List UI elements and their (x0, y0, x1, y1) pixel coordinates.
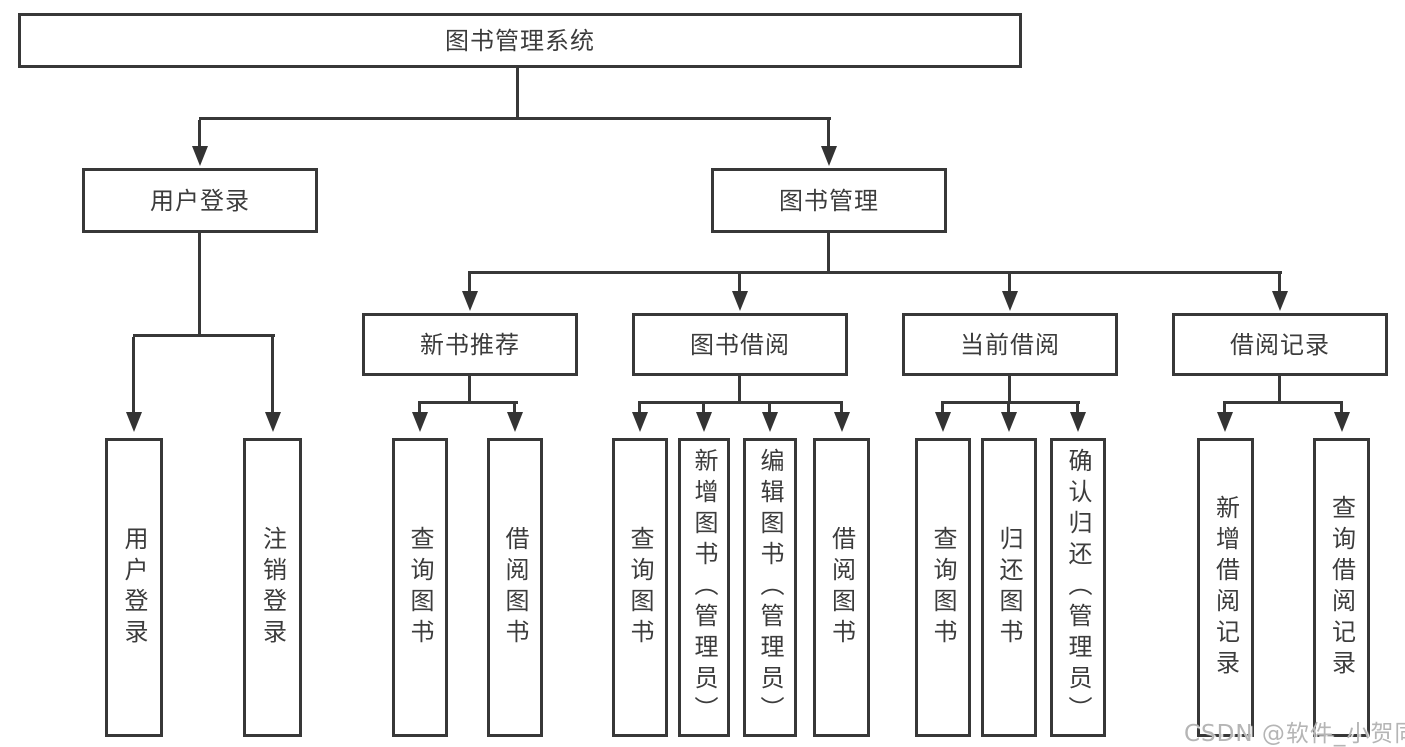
leaf-newrec-query-books: 查询图书 (392, 438, 448, 737)
connector-currentborrow-hline (941, 401, 1080, 404)
leaf-logout-label: 注销登录 (258, 525, 287, 650)
connector-leaf-stem (1007, 404, 1010, 412)
connector-bookborrow-vline (738, 376, 741, 403)
connector-leaf-stem (840, 404, 843, 412)
leaf-borrow-edit-books-admin-label: 编辑图书（管理员） (756, 448, 784, 727)
connector-newrec-stem (468, 274, 471, 292)
node-book-borrow: 图书借阅 (632, 313, 848, 376)
leaf-user-login-label: 用户登录 (120, 525, 148, 650)
arrowhead-icon (1217, 412, 1233, 432)
arrowhead-icon (507, 412, 523, 432)
arrowhead-icon (192, 146, 208, 166)
connector-leaf-stem (132, 337, 135, 412)
arrowhead-icon (632, 412, 648, 432)
arrowhead-icon (732, 291, 748, 311)
leaf-records-add-record: 新增借阅记录 (1197, 438, 1254, 737)
leaf-user-login: 用户登录 (105, 438, 163, 737)
watermark-text: CSDN @软件_小贺同学 (1184, 721, 1405, 747)
connector-leaf-stem (702, 404, 705, 412)
arrowhead-icon (1272, 291, 1288, 311)
leaf-borrow-edit-books-admin: 编辑图书（管理员） (743, 438, 797, 737)
connector-borrowrecords-stem (1278, 274, 1281, 292)
connector-userlogin-vline (198, 233, 201, 336)
leaf-records-query-record: 查询借阅记录 (1313, 438, 1370, 737)
leaf-current-query-books: 查询图书 (915, 438, 971, 737)
leaf-current-confirm-return-admin-label: 确认归还（管理员） (1064, 448, 1092, 727)
arrowhead-icon (834, 412, 850, 432)
node-borrow-records-label: 借阅记录 (1230, 330, 1330, 359)
connector-newrec-vline (468, 376, 471, 403)
leaf-borrow-add-books-admin: 新增图书（管理员） (678, 438, 730, 737)
node-book-borrow-label: 图书借阅 (690, 330, 790, 359)
node-user-login-label: 用户登录 (150, 186, 250, 215)
node-library-system: 图书管理系统 (18, 13, 1022, 68)
leaf-newrec-borrow-books-label: 借阅图书 (501, 525, 529, 650)
connector-leaf-stem (418, 404, 421, 412)
leaf-borrow-borrow-books: 借阅图书 (813, 438, 870, 737)
leaf-borrow-add-books-admin-label: 新增图书（管理员） (690, 448, 718, 727)
node-current-borrow: 当前借阅 (902, 313, 1118, 376)
node-borrow-records: 借阅记录 (1172, 313, 1388, 376)
connector-currentborrow-vline (1008, 376, 1011, 403)
arrowhead-icon (462, 291, 478, 311)
leaf-borrow-borrow-books-label: 借阅图书 (827, 525, 856, 650)
leaf-borrow-query-books-label: 查询图书 (626, 525, 654, 650)
connector-leaf-stem (941, 404, 944, 412)
arrowhead-icon (1001, 412, 1017, 432)
node-new-book-recommend: 新书推荐 (362, 313, 578, 376)
arrowhead-icon (1002, 291, 1018, 311)
connector-leaf-stem (271, 337, 274, 412)
leaf-records-query-record-label: 查询借阅记录 (1327, 494, 1356, 681)
leaf-newrec-query-books-label: 查询图书 (406, 525, 434, 650)
leaf-records-add-record-label: 新增借阅记录 (1211, 494, 1240, 681)
arrowhead-icon (126, 412, 142, 432)
leaf-current-return-books-label: 归还图书 (995, 525, 1023, 650)
node-library-system-label: 图书管理系统 (445, 26, 595, 55)
node-book-management-label: 图书管理 (779, 186, 879, 215)
node-book-management: 图书管理 (711, 168, 947, 233)
arrowhead-icon (696, 412, 712, 432)
connector-bookborrow-hline (638, 401, 843, 404)
leaf-current-query-books-label: 查询图书 (929, 525, 957, 650)
node-new-book-recommend-label: 新书推荐 (420, 330, 520, 359)
leaf-newrec-borrow-books: 借阅图书 (487, 438, 543, 737)
connector-leaf-stem (1223, 404, 1226, 412)
connector-bookmgmt-stem (827, 120, 830, 146)
connector-newrec-hline (418, 401, 518, 404)
connector-leaf-stem (768, 404, 771, 412)
connector-bookmgmt-hline (468, 271, 1282, 274)
arrowhead-icon (821, 146, 837, 166)
connector-borrowrecords-hline (1223, 401, 1343, 404)
connector-bookborrow-stem (738, 274, 741, 292)
arrowhead-icon (265, 412, 281, 432)
leaf-current-confirm-return-admin: 确认归还（管理员） (1050, 438, 1106, 737)
connector-borrowrecords-vline (1278, 376, 1281, 403)
arrowhead-icon (412, 412, 428, 432)
arrowhead-icon (935, 412, 951, 432)
connector-leaf-stem (513, 404, 516, 412)
arrowhead-icon (762, 412, 778, 432)
leaf-current-return-books: 归还图书 (981, 438, 1037, 737)
connector-root-hline (199, 117, 831, 120)
node-current-borrow-label: 当前借阅 (960, 330, 1060, 359)
leaf-borrow-query-books: 查询图书 (612, 438, 668, 737)
node-user-login: 用户登录 (82, 168, 318, 233)
connector-leaf-stem (638, 404, 641, 412)
connector-currentborrow-stem (1008, 274, 1011, 292)
connector-bookmgmt-vline (827, 233, 830, 273)
connector-root-vline (516, 68, 519, 119)
arrowhead-icon (1334, 412, 1350, 432)
arrowhead-icon (1070, 412, 1086, 432)
connector-userlogin-stem (198, 120, 201, 146)
leaf-logout: 注销登录 (243, 438, 302, 737)
connector-leaf-stem (1340, 404, 1343, 412)
connector-leaf-stem (1076, 404, 1079, 412)
connector-userlogin-hline (133, 334, 275, 337)
